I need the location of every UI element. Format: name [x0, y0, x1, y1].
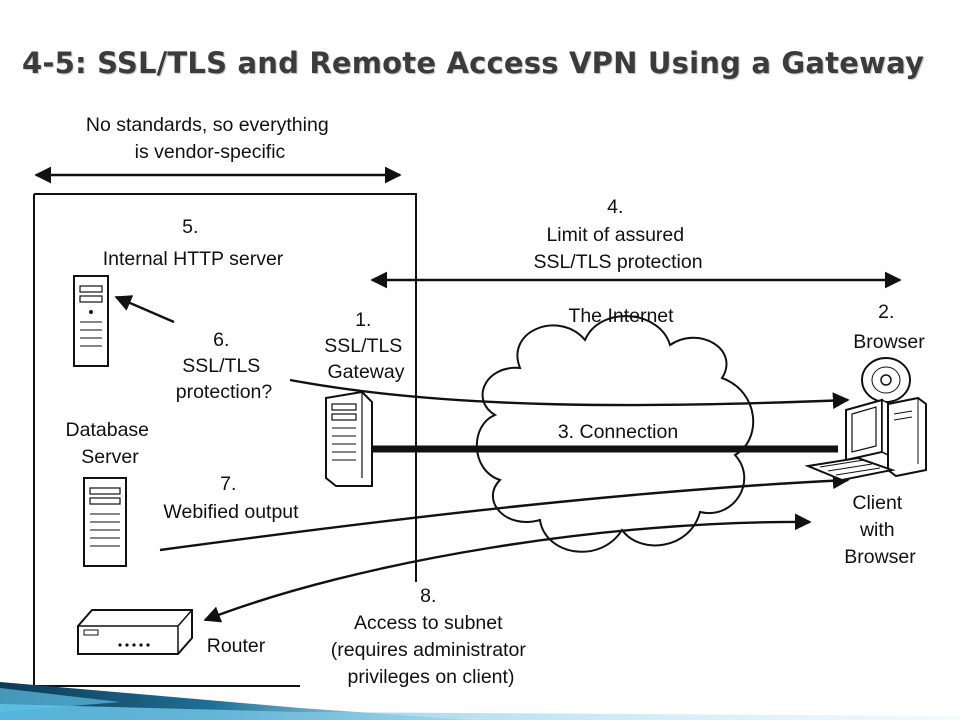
internal-network-boundary [34, 193, 417, 582]
computer-icon [804, 396, 927, 482]
webified-output-label: 7. Webified output [163, 473, 299, 523]
ssl-tls-protection-label: 6. SSL/TLS protection? [176, 329, 273, 403]
vendor-note-label: No standards, so everything is vendor-sp… [86, 114, 334, 163]
internet-label: The Internet [568, 305, 674, 327]
connection-label: 3. Connection [558, 421, 678, 443]
http-server-arrow [114, 295, 175, 324]
slide-title: 4-5: SSL/TLS and Remote Access VPN Using… [22, 46, 925, 80]
server-icon [73, 275, 109, 367]
access-to-subnet-label: 8. Access to subnet (requires administra… [331, 585, 532, 688]
browser-disc-icon [861, 357, 911, 403]
router-icon [77, 609, 193, 655]
gateway-server-icon [325, 390, 373, 487]
browser-label: 2. Browser [853, 301, 925, 353]
cloud-icon [475, 315, 755, 553]
router-label: Router [207, 635, 266, 657]
internal-http-server-label: 5. Internal HTTP server [103, 216, 284, 270]
gateway-to-browser-arrow [289, 378, 850, 410]
slide-ribbon [0, 682, 960, 720]
subnet-access-arrow [203, 513, 812, 623]
database-server-label: Database Server [66, 419, 155, 468]
limit-of-protection-label: 4. Limit of assured SSL/TLS protection [533, 196, 702, 273]
gateway-label: 1. SSL/TLS Gateway [324, 309, 407, 383]
client-label: Client with Browser [844, 492, 916, 568]
server-icon [83, 477, 127, 567]
